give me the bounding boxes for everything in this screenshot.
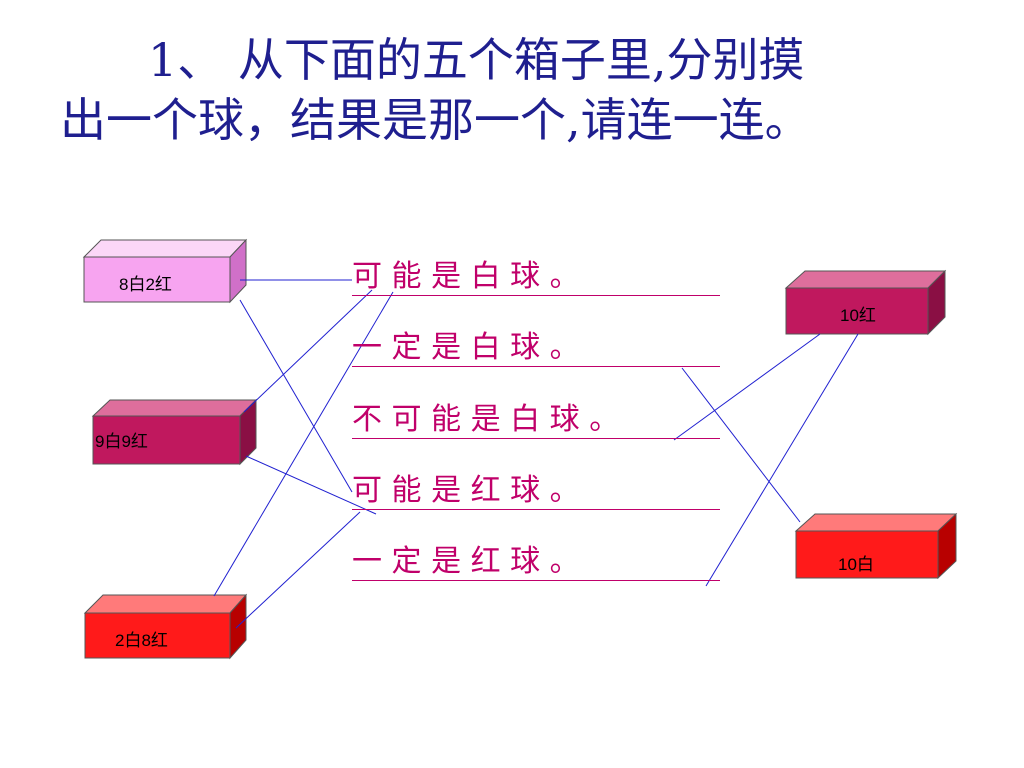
box-label-10w: 10白 bbox=[838, 555, 874, 574]
box-10w-front bbox=[795, 530, 939, 579]
box-label-8w2r: 8白2红 bbox=[119, 275, 172, 294]
box-8w2r bbox=[82, 238, 248, 304]
box-10r-top bbox=[784, 270, 947, 289]
statement-underline-4 bbox=[352, 509, 720, 510]
box-9w9r-top bbox=[91, 399, 258, 417]
connector-9w9r-possible-white bbox=[243, 289, 373, 413]
connector-2w8r-possible-white bbox=[213, 291, 394, 597]
statement-certain-red: 一 定 是 红 球 。 bbox=[352, 544, 580, 579]
box-8w2r-front bbox=[83, 256, 231, 303]
box-10w bbox=[794, 512, 958, 580]
box-label-9w9r: 9白9红 bbox=[95, 432, 148, 451]
connector-10w-certain-white bbox=[681, 367, 801, 523]
title-line-2: 出一个球，结果是那一个,请连一连。 bbox=[60, 93, 811, 147]
statement-impossible-white: 不 可 能 是 白 球 。 bbox=[352, 402, 620, 437]
connector-lines bbox=[213, 279, 859, 629]
question-title: 1、 从下面的五个箱子里,分别摸 出一个球，结果是那一个,请连一连。 bbox=[60, 30, 990, 150]
box-label-10r: 10红 bbox=[840, 306, 876, 325]
box-2w8r-top bbox=[83, 594, 248, 614]
box-9w9r-front bbox=[92, 415, 241, 465]
statement-underline-2 bbox=[352, 366, 720, 367]
statement-underline-3 bbox=[352, 438, 720, 439]
connector-10r-impossible-white bbox=[673, 333, 821, 441]
connector-9w9r-possible-red bbox=[245, 455, 377, 515]
box-2w8r bbox=[83, 593, 248, 660]
connector-8w2r-possible-red bbox=[239, 299, 353, 493]
box-10w-top bbox=[794, 513, 958, 532]
statement-possible-white: 可 能 是 白 球 。 bbox=[352, 259, 580, 294]
box-2w8r-front bbox=[84, 612, 231, 659]
statement-certain-white: 一 定 是 白 球 。 bbox=[352, 330, 580, 365]
connector-10r-certain-red bbox=[705, 333, 859, 587]
statement-underline-5 bbox=[352, 580, 720, 581]
box-label-2w8r: 2白8红 bbox=[115, 631, 168, 650]
box-8w2r-top bbox=[82, 239, 248, 258]
box-10r-front bbox=[785, 287, 929, 335]
box-9w9r bbox=[91, 398, 258, 466]
statement-possible-red: 可 能 是 红 球 。 bbox=[352, 473, 580, 508]
statement-underline-1 bbox=[352, 295, 720, 296]
box-10r bbox=[784, 269, 947, 336]
connector-2w8r-possible-red bbox=[235, 511, 361, 629]
title-line-1: 1、 从下面的五个箱子里,分别摸 bbox=[148, 33, 805, 87]
